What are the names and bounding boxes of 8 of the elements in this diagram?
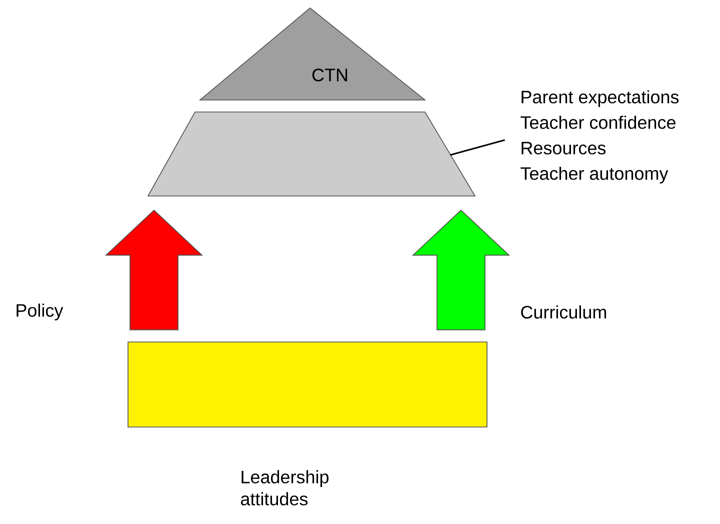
rectangle xyxy=(128,342,488,428)
block-arrow xyxy=(412,210,510,330)
leader-line xyxy=(450,139,506,156)
factor-list: Parent expectations Teacher confidence Resources Teacher autonomy xyxy=(520,90,679,184)
node-label: Leadership attitudes xyxy=(240,470,328,506)
arrow-label: Policy xyxy=(16,304,64,320)
arrow-label: Curriculum xyxy=(521,305,606,319)
block-arrow xyxy=(105,210,204,330)
